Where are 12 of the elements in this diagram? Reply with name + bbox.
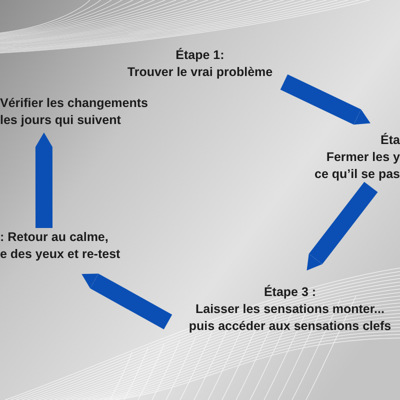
step-description: : Retour au calme, e des yeux et re-test [0,228,122,262]
step-title: Éta [380,132,400,148]
arrow [280,74,370,125]
step-description: Fermer les y ce qu’il se pas [314,148,400,182]
step-title: Étape 3 : [262,284,318,300]
step-description: Laisser les sensations monter... puis accéder aux sensations clefs [188,300,392,334]
step-description: Trouver le vrai problème [126,64,274,80]
arrow [82,274,172,330]
step-description: Vérifier les changements les jours qui suivent [0,94,149,128]
arrow [306,182,378,270]
arrow [35,132,52,228]
step-title: Étape 1: [174,46,226,64]
